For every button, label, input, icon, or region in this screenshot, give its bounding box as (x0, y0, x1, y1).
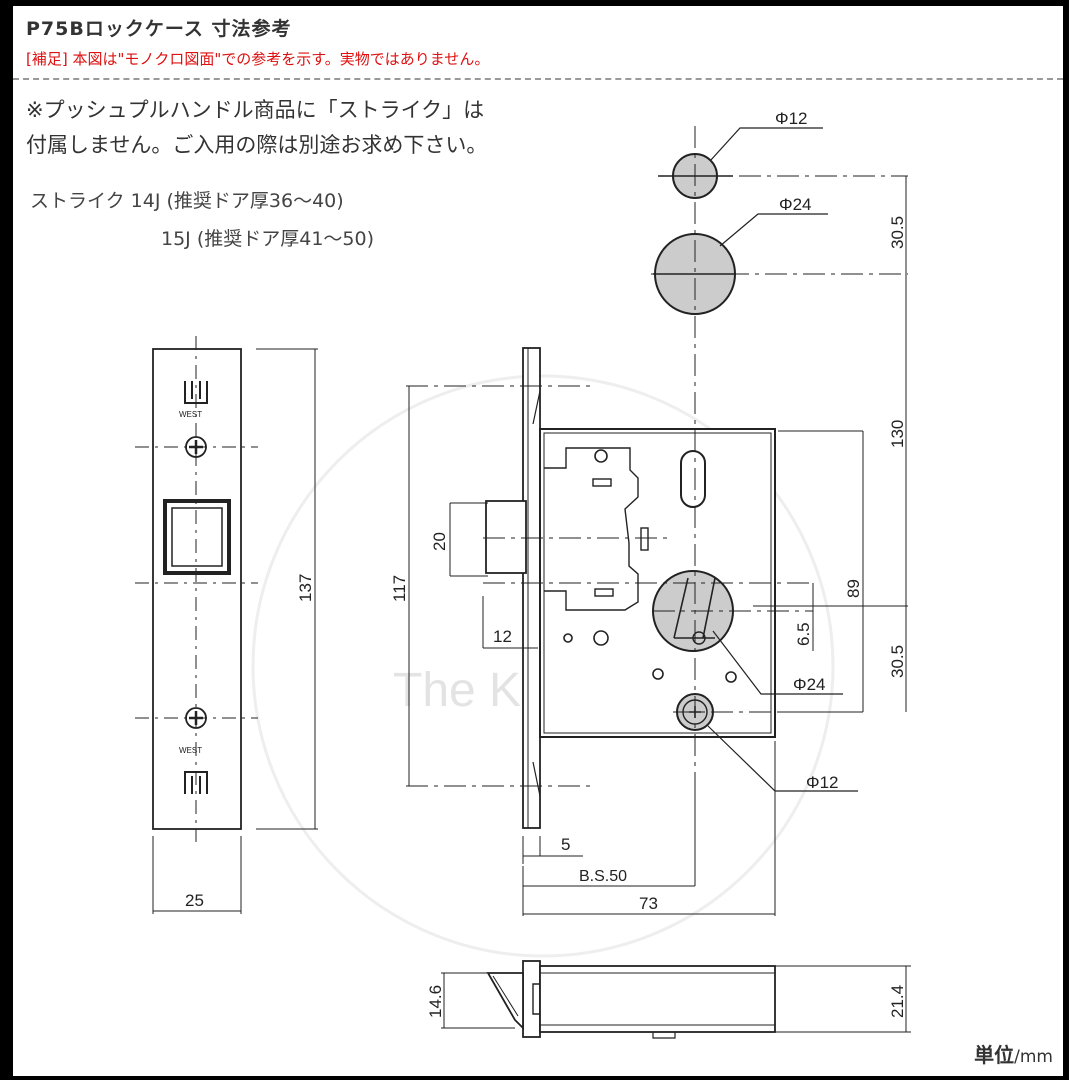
page-title: P75Bロックケース 寸法参考 (26, 18, 292, 40)
dim-d24-top: Φ24 (779, 195, 811, 214)
unit-small: /mm (1014, 1047, 1053, 1067)
dim-d24-mid: Φ24 (793, 675, 825, 694)
lock-case-drawing: The Kagi WEST (135, 109, 911, 1039)
lock-case-plan-view (441, 960, 911, 1039)
dim-14-6: 14.6 (426, 985, 445, 1018)
dim-73: 73 (639, 894, 658, 913)
dim-89: 89 (844, 579, 863, 598)
drawing-panel: P75Bロックケース 寸法参考 [補足] 本図は"モノクロ図面"での参考を示す。… (13, 6, 1063, 1076)
dim-117: 117 (390, 575, 409, 602)
dim-137: 137 (296, 574, 315, 602)
lock-case-side-view (406, 126, 908, 916)
unit-big: 単位 (974, 1043, 1015, 1067)
dim-30-5-bottom: 30.5 (888, 645, 907, 678)
unit-label: 単位/mm (974, 1039, 1053, 1068)
dim-5: 5 (561, 835, 570, 854)
strike-14j-spec: ストライク 14J (推奨ドア厚36～40) (30, 190, 344, 212)
strike-15j-spec: 15J (推奨ドア厚41～50) (161, 228, 374, 250)
faceplate-front-view: WEST WEST (135, 336, 318, 914)
dim-6-5: 6.5 (794, 622, 813, 646)
supplement-note: [補足] 本図は"モノクロ図面"での参考を示す。実物ではありません。 (26, 48, 489, 69)
dim-d12-bottom: Φ12 (806, 773, 838, 792)
dim-25: 25 (185, 891, 204, 910)
dim-20: 20 (430, 532, 449, 551)
supplement-text: 本図は"モノクロ図面"での参考を示す。実物ではありません。 (72, 50, 490, 68)
strike-notice-line-1: ※プッシュプルハンドル商品に「ストライク」は (26, 98, 485, 122)
dim-bs50: B.S.50 (579, 868, 627, 885)
dim-d12-top: Φ12 (775, 109, 807, 128)
header-divider (13, 78, 1063, 80)
supplement-tag: [補足] (26, 50, 68, 68)
strike-notice-line-2: 付属しません。ご入用の際は別途お求め下さい。 (26, 133, 488, 157)
logo-text-bottom: WEST (179, 746, 202, 755)
logo-text-top: WEST (179, 410, 202, 419)
dim-30-5-top: 30.5 (888, 216, 907, 249)
dim-12: 12 (493, 627, 512, 646)
dim-130: 130 (888, 420, 907, 448)
dim-21-4: 21.4 (888, 985, 907, 1018)
